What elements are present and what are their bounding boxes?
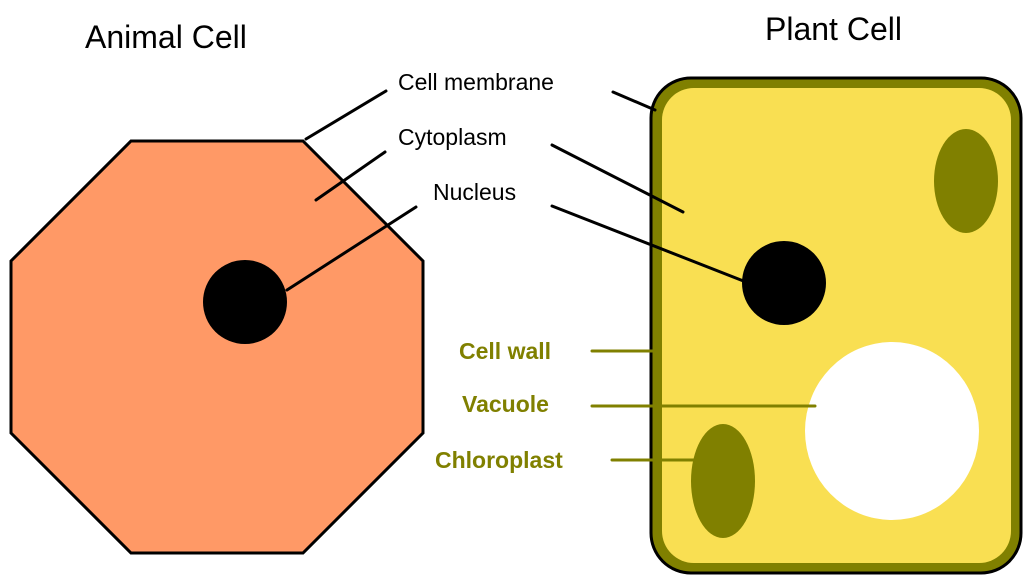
animal-nucleus — [203, 260, 287, 344]
cell-wall-label: Cell wall — [459, 338, 551, 364]
chloroplast-label: Chloroplast — [435, 447, 563, 473]
vacuole-label: Vacuole — [462, 391, 549, 417]
chloroplast-top-right — [934, 129, 998, 233]
chloroplast-bottom-left — [691, 424, 755, 538]
plant-nucleus — [742, 241, 826, 325]
plant-vacuole — [805, 342, 979, 520]
nucleus-label: Nucleus — [433, 179, 516, 205]
animal-cell-title: Animal Cell — [85, 19, 247, 55]
cell-membrane-leader-animal — [306, 91, 386, 139]
animal-cell-body — [11, 141, 423, 553]
plant-cell-title: Plant Cell — [765, 11, 902, 47]
cytoplasm-label: Cytoplasm — [398, 124, 507, 150]
cell-membrane-leader-plant — [613, 92, 655, 110]
cell-membrane-label: Cell membrane — [398, 69, 554, 95]
